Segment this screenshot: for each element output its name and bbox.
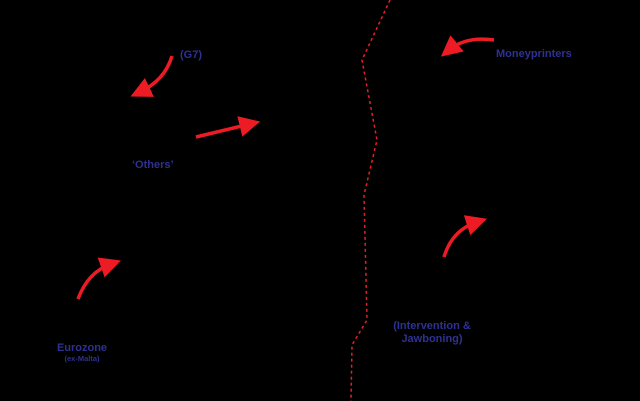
arrow-eurozone — [76, 257, 121, 300]
divider-line — [350, 0, 391, 401]
arrow-intervention — [442, 215, 487, 258]
arrow-others — [195, 116, 261, 139]
label-intervention-line2: Jawboning) — [401, 333, 463, 345]
label-eurozone: Eurozone — [56, 342, 108, 354]
arrow-g7 — [130, 55, 174, 97]
label-eurozone-note: (ex-Malta) — [64, 354, 100, 363]
arrow-moneyprinters — [440, 35, 495, 57]
label-intervention-line1: (Intervention & — [393, 320, 471, 332]
intervention-label-group: (Intervention & Jawboning) — [380, 320, 484, 345]
label-others: ‘Others’ — [132, 159, 174, 171]
eurozone-label-group: Eurozone (ex-Malta) — [50, 342, 114, 363]
label-g7: (G7) — [180, 49, 202, 61]
label-moneyprinters: Moneyprinters — [496, 48, 572, 60]
